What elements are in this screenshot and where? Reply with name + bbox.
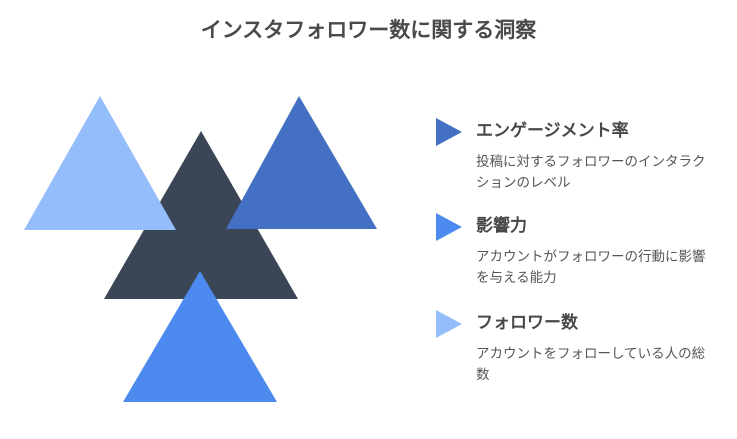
dark-blue-triangle [226, 96, 377, 229]
triangle-marker-icon [436, 213, 462, 241]
dark-triangle [104, 131, 298, 299]
item-heading: 影響力 [476, 216, 527, 236]
triangle-marker-icon [436, 310, 462, 338]
item-description: 投稿に対するフォロワーのインタラクションのレベル [476, 154, 706, 191]
item-heading: フォロワー数 [476, 313, 578, 333]
item-heading: エンゲージメント率 [476, 121, 629, 141]
light-blue-triangle [24, 96, 176, 230]
item-description: アカウントがフォロワーの行動に影響を与える能力 [476, 249, 706, 286]
triangle-marker-icon [436, 118, 462, 146]
blue-triangle [123, 271, 277, 402]
page-title: インスタフォロワー数に関する洞察 [200, 18, 537, 42]
item-description: アカウントをフォローしている人の総数 [476, 346, 706, 383]
